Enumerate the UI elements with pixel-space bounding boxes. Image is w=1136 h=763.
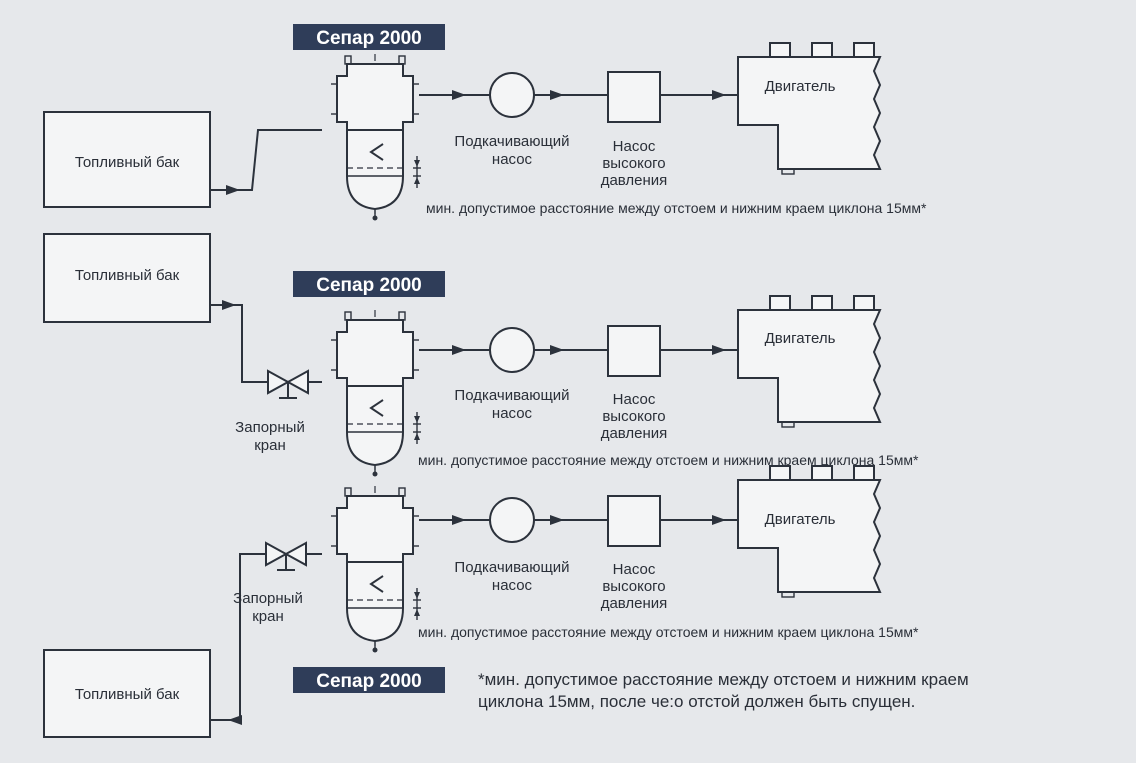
row-2-feed-pump bbox=[489, 327, 535, 373]
row-2-valve-label-2: кран bbox=[254, 437, 286, 454]
row-2-hp-pump bbox=[607, 325, 661, 377]
row-3: Запорный кран Топливный бак Сепар 2000 П… bbox=[43, 465, 919, 738]
row-2-outlet-arrow bbox=[452, 345, 466, 355]
row-3-feed-pump bbox=[489, 497, 535, 543]
row-1-engine-label: Двигатель bbox=[765, 78, 836, 95]
row-1-engine bbox=[737, 42, 881, 175]
row-3-hp-label-3: давления bbox=[601, 595, 668, 612]
row-2-badge: Сепар 2000 bbox=[293, 271, 445, 297]
row-3-tank-label: Топливный бак bbox=[75, 686, 180, 703]
row-2-hp-label-3: давления bbox=[601, 425, 668, 442]
row-2-engine bbox=[737, 295, 881, 428]
row-1-separator bbox=[330, 53, 422, 222]
footnote-line-2: циклона 15мм, после че:о отстой должен б… bbox=[478, 692, 915, 711]
row-3-hp-label-1: Насос bbox=[613, 561, 656, 578]
row-3-separator bbox=[330, 485, 422, 654]
row-1-note: мин. допустимое расстояние между отстоем… bbox=[426, 200, 927, 216]
row-3-hp-pump bbox=[607, 495, 661, 547]
row-3-tank bbox=[43, 649, 211, 738]
row-1-inlet-arrow bbox=[226, 185, 240, 195]
row-1: Сепар 2000 Топливный бак Подкачивающий н… bbox=[43, 24, 927, 222]
row-3-outlet-arrow bbox=[452, 515, 466, 525]
row-2-tank bbox=[43, 233, 211, 323]
row-2: Топливный бак Сепар 2000 Запорный кран П… bbox=[43, 233, 919, 478]
row-1-hp-label-3: давления bbox=[601, 172, 668, 189]
row-1-tank bbox=[43, 111, 211, 208]
row-2-arrow-pump-hp bbox=[550, 345, 564, 355]
row-3-engine bbox=[737, 465, 881, 598]
row-3-badge: Сепар 2000 bbox=[293, 667, 445, 693]
row-2-arrow-hp-engine bbox=[712, 345, 726, 355]
row-3-valve-label-2: кран bbox=[252, 608, 284, 625]
row-2-hp-label-2: высокого bbox=[602, 408, 665, 425]
row-1-hp-label-2: высокого bbox=[602, 155, 665, 172]
row-3-badge-text: Сепар 2000 bbox=[316, 671, 421, 692]
row-2-valve-label-1: Запорный bbox=[235, 419, 305, 436]
row-3-inlet-pipe bbox=[210, 553, 266, 721]
row-2-pump-label-2: насос bbox=[492, 405, 533, 422]
row-1-outlet-arrow bbox=[452, 90, 466, 100]
row-2-inlet-pipe bbox=[210, 304, 268, 383]
row-2-pump-label-1: Подкачивающий bbox=[454, 387, 569, 404]
row-2-valve bbox=[267, 370, 309, 399]
row-3-hp-label-2: высокого bbox=[602, 578, 665, 595]
row-1-badge: Сепар 2000 bbox=[293, 24, 445, 50]
row-2-inlet-arrow bbox=[222, 300, 236, 310]
row-2-badge-text: Сепар 2000 bbox=[316, 275, 421, 296]
row-3-pump-label-2: насос bbox=[492, 577, 533, 594]
row-3-engine-label: Двигатель bbox=[765, 511, 836, 528]
row-2-note: мин. допустимое расстояние между отстоем… bbox=[418, 452, 919, 468]
row-1-tank-label: Топливный бак bbox=[75, 154, 180, 171]
row-3-arrow-hp-engine bbox=[712, 515, 726, 525]
row-1-hp-pump bbox=[607, 71, 661, 123]
row-2-separator bbox=[330, 309, 422, 478]
row-2-engine-label: Двигатель bbox=[765, 330, 836, 347]
row-1-arrow-hp-engine bbox=[712, 90, 726, 100]
row-1-pump-label-1: Подкачивающий bbox=[454, 133, 569, 150]
row-3-inlet-arrow bbox=[228, 715, 242, 725]
row-1-pump-label-2: насос bbox=[492, 151, 533, 168]
row-2-tank-label: Топливный бак bbox=[75, 267, 180, 284]
row-3-valve bbox=[265, 542, 307, 571]
row-3-note: мин. допустимое расстояние между отстоем… bbox=[418, 624, 919, 640]
row-2-hp-label-1: Насос bbox=[613, 391, 656, 408]
row-1-arrow-pump-hp bbox=[550, 90, 564, 100]
row-3-pump-label-1: Подкачивающий bbox=[454, 559, 569, 576]
row-3-valve-label-1: Запорный bbox=[233, 590, 303, 607]
row-3-arrow-pump-hp bbox=[550, 515, 564, 525]
row-1-hp-label-1: Насос bbox=[613, 138, 656, 155]
footnote-line-1: *мин. допустимое расстояние между отстое… bbox=[478, 670, 969, 689]
row-1-badge-text: Сепар 2000 bbox=[316, 28, 421, 49]
row-1-feed-pump bbox=[489, 72, 535, 118]
row-1-inlet-pipe bbox=[210, 129, 322, 191]
